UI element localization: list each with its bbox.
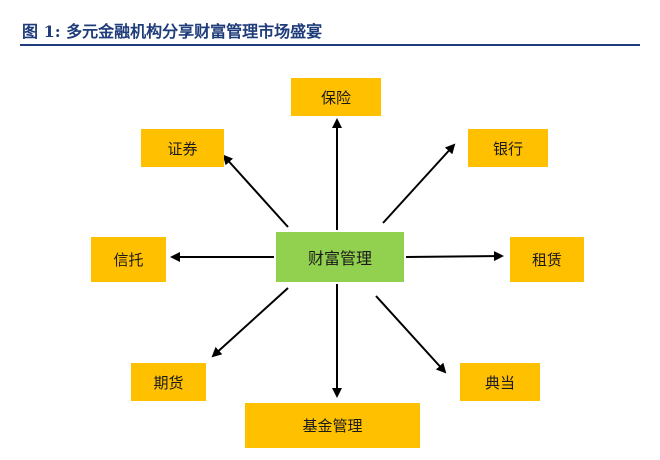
arrow-to-yinhang: [382, 143, 456, 224]
title-rule: [20, 44, 640, 46]
node-pawn: 典当: [460, 363, 540, 401]
node-insurance: 保险: [291, 78, 381, 116]
arrow-to-diandang: [375, 295, 447, 374]
arrow-to-qihuo: [211, 287, 289, 358]
node-fund-management: 基金管理: [245, 403, 420, 448]
arrow-to-zulin: [405, 251, 504, 262]
arrow-to-zhengquan: [222, 154, 289, 228]
node-securities: 证券: [141, 129, 224, 167]
figure-title: 图 1: 多元金融机构分享财富管理市场盛宴: [22, 22, 323, 41]
node-futures: 期货: [131, 363, 206, 401]
center-node-wealth-management: 财富管理: [276, 232, 404, 282]
node-bank: 银行: [468, 129, 548, 167]
node-trust: 信托: [91, 237, 166, 282]
node-leasing: 租赁: [510, 237, 584, 282]
